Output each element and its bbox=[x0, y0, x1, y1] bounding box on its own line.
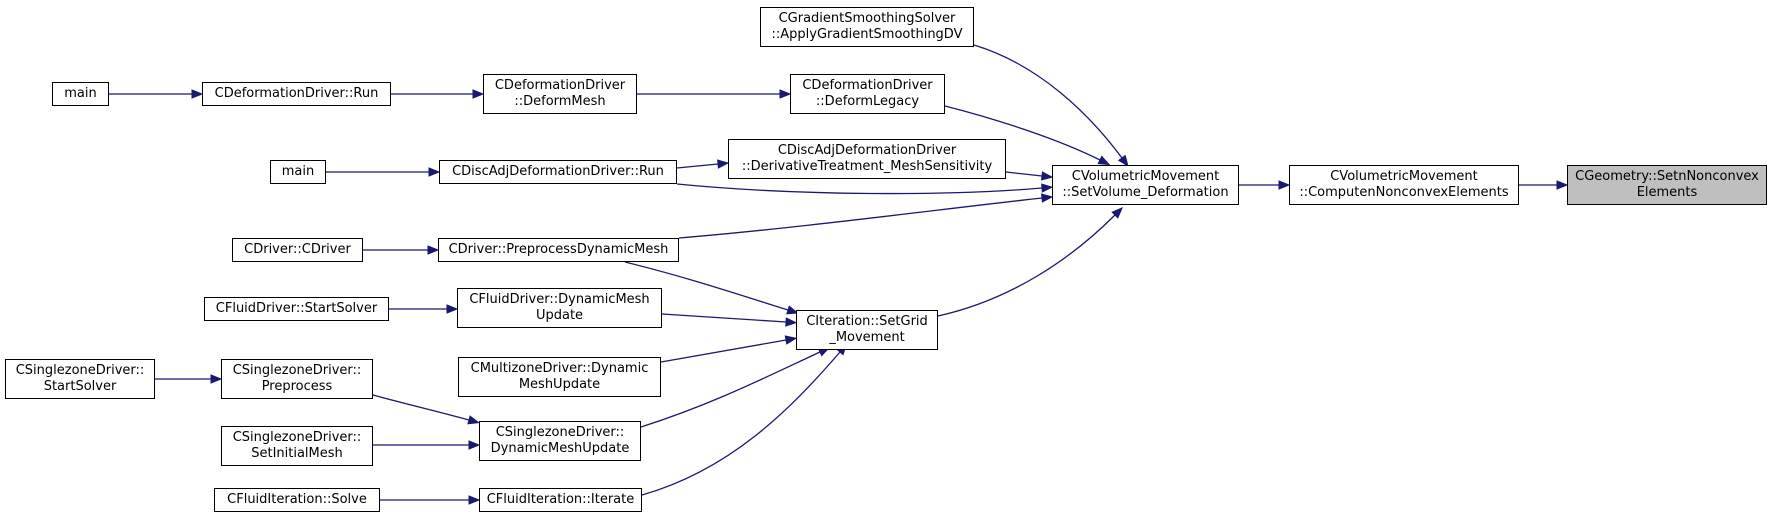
edge-main1-to-defrun bbox=[109, 89, 204, 99]
edge-line bbox=[1005, 171, 1043, 177]
edge-deflegacy-to-setvol bbox=[944, 105, 1111, 166]
edge-arrowhead bbox=[1097, 155, 1111, 166]
edge-fit_iterate-to-setgrid bbox=[641, 343, 848, 496]
node-cmultizonedriver-dynamicmeshupdate[interactable]: CMultizoneDriver::Dynamic MeshUpdate bbox=[458, 357, 661, 397]
edge-preproc_dyn-to-setgrid bbox=[624, 261, 799, 315]
edge-arrowhead bbox=[1117, 154, 1129, 168]
edge-fit_solve-to-fit_iterate bbox=[380, 495, 481, 505]
edge-single_init-to-single_dmu bbox=[373, 440, 481, 450]
edge-main2-to-discrun bbox=[326, 167, 441, 177]
edge-cdriver-to-preproc_dyn bbox=[363, 245, 440, 255]
edge-arrowhead bbox=[1040, 193, 1054, 203]
edge-line bbox=[372, 394, 470, 421]
node-cvolumetricmovement-setvolume-deformation[interactable]: CVolumetricMovement ::SetVolume_Deformat… bbox=[1052, 165, 1239, 205]
edge-derivtreat-to-setvol bbox=[1005, 171, 1054, 181]
edge-arrowhead bbox=[428, 167, 441, 177]
edge-setgrid-to-setvol bbox=[937, 206, 1124, 317]
node-cvolumetricmovement-computennonconvexelements[interactable]: CVolumetricMovement ::ComputenNonconvexE… bbox=[1289, 165, 1519, 205]
edge-line bbox=[660, 339, 787, 363]
edge-line bbox=[676, 183, 1043, 195]
edge-line bbox=[944, 105, 1101, 161]
node-cfluiddriver-startsolver[interactable]: CFluidDriver::StartSolver bbox=[204, 297, 389, 321]
node-cdeformationdriver-deformlegacy[interactable]: CDeformationDriver ::DeformLegacy bbox=[790, 74, 945, 114]
edge-discrun-to-setvol bbox=[676, 183, 1054, 195]
edge-single_start-to-single_pre bbox=[155, 374, 223, 384]
edge-setvol-to-compute bbox=[1239, 180, 1291, 190]
edge-arrowhead bbox=[210, 374, 223, 384]
node-cdriver-preprocessdynamicmesh[interactable]: CDriver::PreprocessDynamicMesh bbox=[438, 238, 679, 262]
node-csinglezonedriver-setinitialmesh[interactable]: CSinglezoneDriver:: SetInitialMesh bbox=[221, 426, 373, 466]
edge-line bbox=[661, 313, 787, 323]
node-cgradientsmoothingsolver-applygradientsmoothingdv[interactable]: CGradientSmoothingSolver ::ApplyGradient… bbox=[760, 7, 974, 47]
edge-fluid_dmu-to-setgrid bbox=[661, 313, 798, 327]
node-cdiscadjdeformationdriver-run[interactable]: CDiscAdjDeformationDriver::Run bbox=[439, 160, 677, 184]
edge-defrun-to-defmesh bbox=[391, 89, 485, 99]
edge-line bbox=[678, 197, 1043, 239]
edge-line bbox=[973, 44, 1123, 159]
edge-arrowhead bbox=[1111, 206, 1124, 219]
edge-arrowhead bbox=[785, 317, 798, 327]
edge-line bbox=[640, 351, 821, 428]
node-csinglezonedriver-preprocess[interactable]: CSinglezoneDriver:: Preprocess bbox=[221, 359, 373, 399]
edge-arrowhead bbox=[427, 245, 440, 255]
edge-arrowhead bbox=[468, 495, 481, 505]
node-citeration-setgrid-movement[interactable]: CIteration::SetGrid _Movement bbox=[796, 310, 938, 350]
edge-arrowhead bbox=[468, 440, 481, 450]
edge-line bbox=[624, 261, 789, 311]
edge-arrowhead bbox=[472, 89, 485, 99]
edge-arrowhead bbox=[717, 159, 730, 169]
edge-arrowhead bbox=[446, 304, 459, 314]
edge-line bbox=[641, 351, 841, 496]
edge-preproc_dyn-to-setvol bbox=[678, 193, 1054, 239]
edge-arrowhead bbox=[1040, 171, 1054, 181]
edge-arrowhead bbox=[779, 89, 792, 99]
node-csinglezonedriver-startsolver[interactable]: CSinglezoneDriver:: StartSolver bbox=[5, 359, 155, 399]
node-cgeometry-setnnonconvexelements: CGeometry::SetnNonconvex Elements bbox=[1567, 165, 1767, 205]
edge-arrowhead bbox=[1556, 180, 1569, 190]
edge-arrowhead bbox=[784, 335, 798, 345]
node-main-deformation[interactable]: main bbox=[52, 82, 109, 106]
node-cdriver-cdriver[interactable]: CDriver::CDriver bbox=[232, 238, 363, 262]
edge-multi_dmu-to-setgrid bbox=[660, 335, 798, 363]
node-cfluiditeration-solve[interactable]: CFluidIteration::Solve bbox=[214, 488, 380, 512]
edge-fluid_start-to-fluid_dmu bbox=[389, 304, 459, 314]
edge-line bbox=[937, 214, 1116, 317]
node-cdeformationdriver-run[interactable]: CDeformationDriver::Run bbox=[202, 82, 391, 106]
edge-arrowhead bbox=[786, 305, 799, 315]
edge-single_dmu-to-setgrid bbox=[640, 347, 831, 428]
edge-discrun-to-derivtreat bbox=[676, 159, 730, 169]
edge-gradsmooth-to-setvol bbox=[973, 44, 1129, 168]
node-cdeformationdriver-deformmesh[interactable]: CDeformationDriver ::DeformMesh bbox=[483, 74, 637, 114]
edge-single_pre-to-single_dmu bbox=[372, 394, 480, 425]
edge-arrowhead bbox=[191, 89, 204, 99]
edge-arrowhead bbox=[1278, 180, 1291, 190]
node-csinglezonedriver-dynamicmeshupdate[interactable]: CSinglezoneDriver:: DynamicMeshUpdate bbox=[479, 421, 641, 461]
edge-line bbox=[676, 163, 719, 169]
node-cfluiddriver-dynamicmeshupdate[interactable]: CFluidDriver::DynamicMesh Update bbox=[457, 288, 662, 328]
edge-defmesh-to-deflegacy bbox=[637, 89, 792, 99]
edge-arrowhead bbox=[1041, 183, 1054, 193]
node-cfluiditeration-iterate[interactable]: CFluidIteration::Iterate bbox=[479, 488, 642, 512]
node-main-discadj[interactable]: main bbox=[270, 160, 326, 184]
edge-compute-to-target bbox=[1519, 180, 1569, 190]
node-cdiscadjdeformationdriver-derivativetreatment-meshsensitivity[interactable]: CDiscAdjDeformationDriver ::DerivativeTr… bbox=[728, 139, 1006, 179]
edge-arrowhead bbox=[467, 415, 480, 425]
